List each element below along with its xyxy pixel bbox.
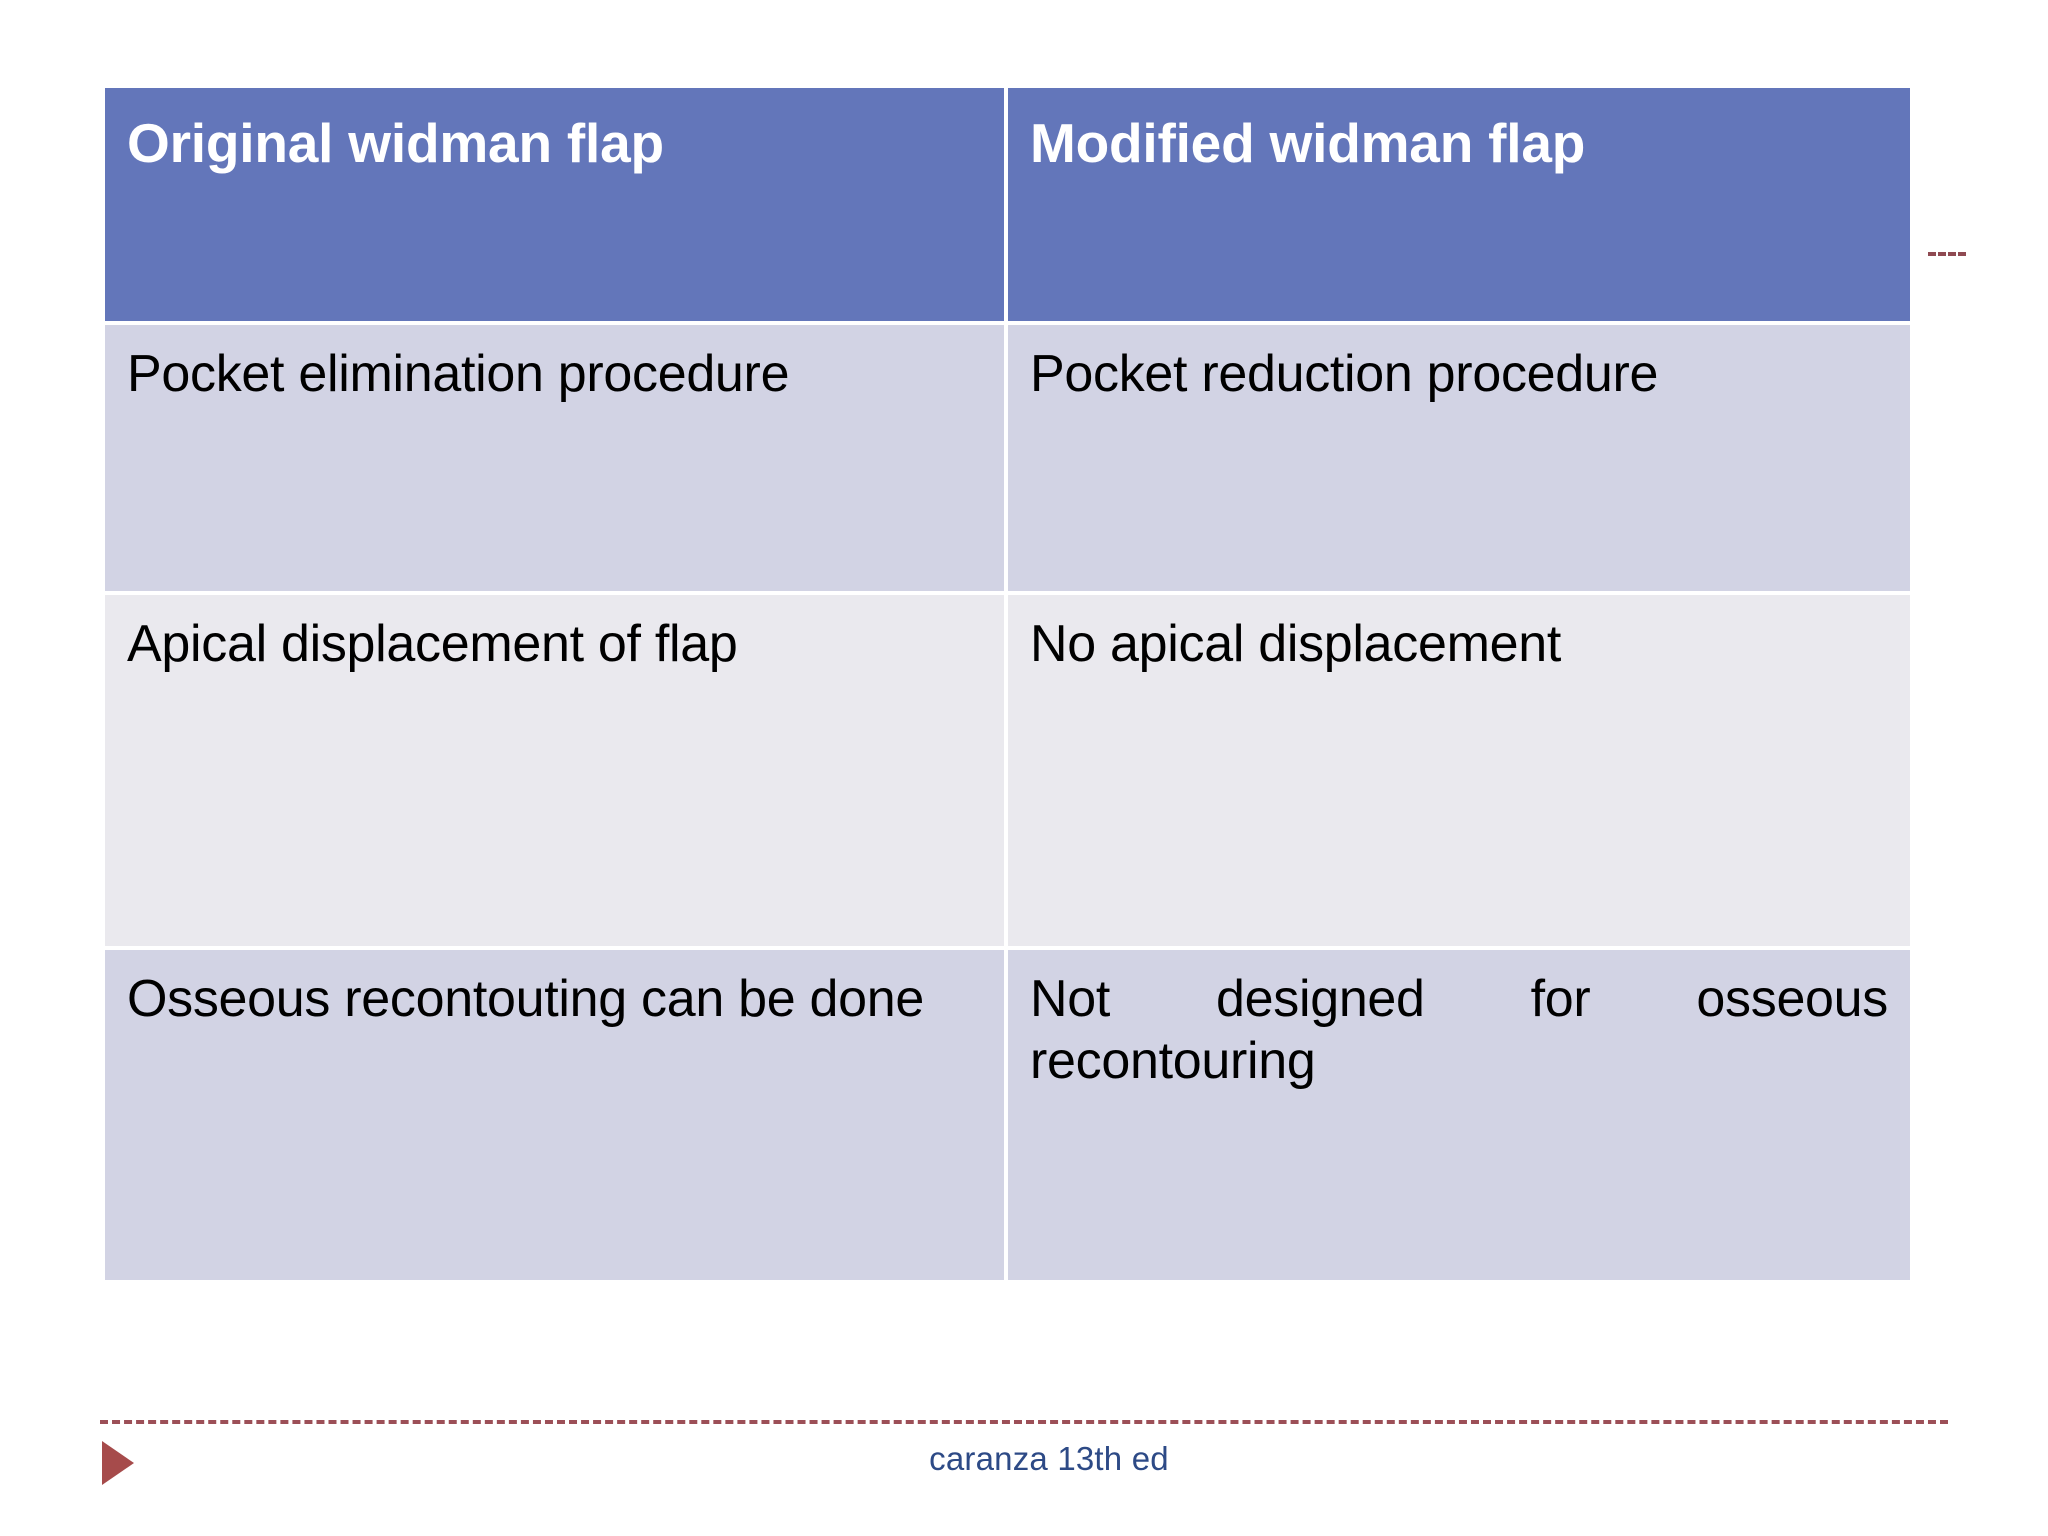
play-triangle-icon[interactable] [102,1441,134,1485]
table-row: Osseous recontouting can be done Not des… [105,950,1910,1280]
cell-text: Not designed for osseous recontouring [1030,970,1888,1091]
header-dashed-tick [1928,252,1966,256]
cell-original-row-2: Apical displacement of flap [105,595,1008,950]
comparison-table: Original widman flap Modified widman fla… [105,88,1910,1280]
cell-text: Pocket elimination procedure [127,345,790,403]
cell-modified-row-2: No apical displacement [1008,595,1910,950]
column-header-modified-widman-flap: Modified widman flap [1008,88,1910,325]
table-header-row: Original widman flap Modified widman fla… [105,88,1910,325]
table-body: Pocket elimination procedure Pocket redu… [105,325,1910,1280]
cell-original-row-1: Pocket elimination procedure [105,325,1008,595]
table-row: Pocket elimination procedure Pocket redu… [105,325,1910,595]
cell-original-row-3: Osseous recontouting can be done [105,950,1008,1280]
cell-modified-row-3: Not designed for osseous recontouring [1008,950,1910,1280]
cell-text: Apical displacement of flap [127,615,738,673]
cell-text: No apical displacement [1030,615,1562,673]
footer-citation: caranza 13th ed [929,1440,1169,1477]
cell-text: Osseous recontouting can be done [127,970,924,1028]
footer-dashed-rule [100,1420,1948,1424]
cell-modified-row-1: Pocket reduction procedure [1008,325,1910,595]
table-row: Apical displacement of flap No apical di… [105,595,1910,950]
cell-text: Pocket reduction procedure [1030,345,1659,403]
column-header-original-widman-flap: Original widman flap [105,88,1008,325]
table-header: Original widman flap Modified widman fla… [105,88,1910,325]
